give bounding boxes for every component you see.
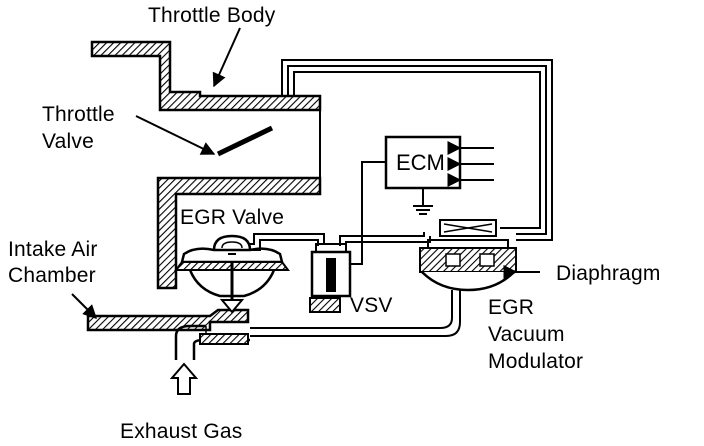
ecm-vsv-wire — [350, 161, 386, 265]
throttle-body-housing — [90, 40, 322, 290]
label-egr-vacuum-modulator-line2: Vacuum — [488, 323, 565, 346]
ecm-box — [384, 135, 494, 215]
label-egr-vacuum-modulator-line1: EGR — [488, 296, 535, 319]
label-throttle-valve-line2: Valve — [42, 130, 94, 153]
label-diaphragm: Diaphragm — [556, 262, 661, 285]
label-vsv: VSV — [350, 294, 393, 317]
egr-valve — [174, 234, 290, 314]
egr-vacuum-modulator — [419, 219, 540, 292]
label-throttle-body: Throttle Body — [148, 4, 276, 27]
label-ecm: ECM — [396, 150, 445, 175]
vacuum-hoses — [250, 59, 553, 337]
intake-air-chamber-wall — [86, 308, 250, 332]
label-intake-air-line1: Intake Air — [8, 238, 98, 261]
label-intake-air-line2: Chamber — [8, 264, 96, 287]
exhaust-gas-arrow — [169, 362, 199, 395]
exhaust-pipe — [174, 324, 250, 360]
label-throttle-valve-line1: Throttle — [42, 103, 115, 126]
throttle-valve-plate — [216, 125, 274, 157]
label-egr-valve: EGR Valve — [180, 206, 285, 229]
vsv — [309, 243, 352, 313]
label-exhaust-gas: Exhaust Gas — [120, 420, 243, 443]
callout-arrows — [71, 27, 241, 319]
label-egr-vacuum-modulator-line3: Modulator — [488, 350, 584, 373]
